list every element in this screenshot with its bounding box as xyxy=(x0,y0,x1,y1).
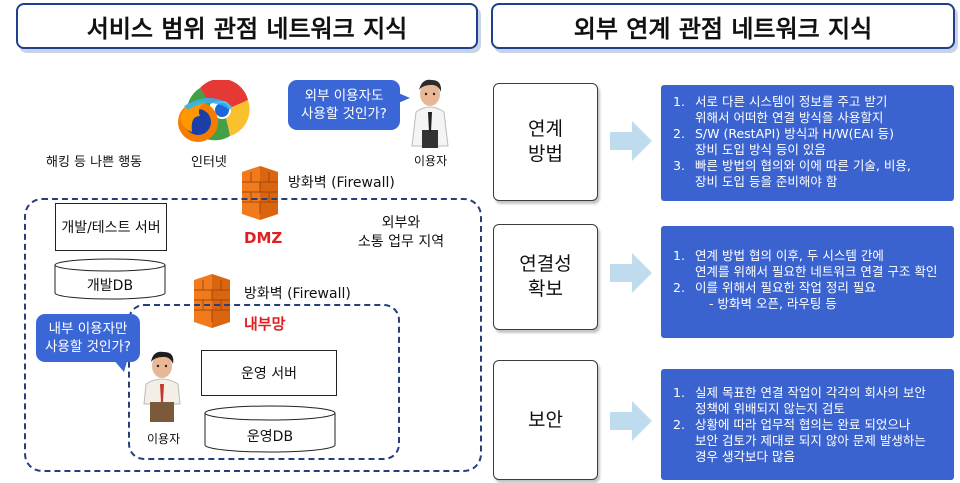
left-title-text: 서비스 범위 관점 네트워크 지식 xyxy=(86,14,408,43)
internal-zone xyxy=(128,304,400,460)
user-icon xyxy=(411,79,449,148)
section1-heading-line2: 방법 xyxy=(528,143,563,165)
external-area-line1: 외부와 xyxy=(381,215,421,231)
section-heading-security: 보안 xyxy=(493,360,598,480)
user-icon xyxy=(143,351,181,422)
internet-browsers-icon xyxy=(178,80,250,142)
ops-server-label: 운영 서버 xyxy=(241,366,297,382)
right-title-text: 외부 연계 관점 네트워크 지식 xyxy=(573,14,873,43)
dev-server-box: 개발/테스트 서버 xyxy=(55,203,167,251)
user-top-label: 이용자 xyxy=(414,154,448,168)
internet-label: 인터넷 xyxy=(191,155,227,170)
dmz-zone xyxy=(24,198,482,472)
internal-bubble-line1: 내부 이용자만 xyxy=(48,321,128,337)
dev-db-label: 개발DB xyxy=(86,278,134,294)
bubble-tail-icon xyxy=(112,358,128,372)
external-area-label: 외부와 소통 업무 지역 xyxy=(344,214,458,252)
ops-db-label: 운영DB xyxy=(246,429,294,445)
ops-server-box: 운영 서버 xyxy=(201,350,337,396)
database-icon xyxy=(204,405,336,453)
dev-server-label: 개발/테스트 서버 xyxy=(61,220,161,236)
bubble-tail-icon xyxy=(396,92,410,104)
external-bubble-line2: 사용할 것인가? xyxy=(301,106,387,122)
internal-label: 내부망 xyxy=(244,315,286,333)
section-heading-connectivity: 연결성 확보 xyxy=(493,224,598,330)
ops-db: 운영DB xyxy=(204,405,336,453)
arrow-right-icon xyxy=(610,401,652,441)
firewall-icon xyxy=(194,274,230,328)
user-bottom-label: 이용자 xyxy=(147,432,181,446)
firewall-icon xyxy=(242,166,278,220)
section2-subline: - 방화벽 오픈, 라우팅 등 xyxy=(709,296,837,311)
dmz-label: DMZ xyxy=(244,229,283,247)
firewall1-label: 방화벽 (Firewall) xyxy=(288,175,395,191)
section1-heading-line1: 연계 xyxy=(528,118,563,140)
right-title: 외부 연계 관점 네트워크 지식 xyxy=(491,3,955,49)
arrow-right-icon xyxy=(610,253,652,293)
dev-db: 개발DB xyxy=(54,258,166,300)
firewall2-label: 방화벽 (Firewall) xyxy=(244,286,351,302)
hacking-label: 해킹 등 나쁜 행동 xyxy=(46,155,143,170)
list-item: 2.S/W (RestAPI) 방식과 H/W(EAI 등)장비 도입 방식 등… xyxy=(673,126,895,157)
internal-user-bubble: 내부 이용자만 사용할 것인가? xyxy=(36,314,140,362)
list-item: 2.이를 위해서 필요한 작업 정리 필요 xyxy=(673,280,876,295)
section2-heading-line1: 연결성 xyxy=(519,253,572,275)
left-title: 서비스 범위 관점 네트워크 지식 xyxy=(16,3,478,49)
list-item: 3.빠른 방법의 협의와 이에 따른 기술, 비용,장비 도입 등을 준비해야 … xyxy=(673,158,911,189)
internal-bubble-line2: 사용할 것인가? xyxy=(45,339,131,355)
database-icon xyxy=(54,258,166,300)
external-bubble-line1: 외부 이용자도 xyxy=(304,88,384,104)
arrow-right-icon xyxy=(610,121,652,161)
section-heading-connection-method: 연계 방법 xyxy=(493,83,598,201)
section2-heading-line2: 확보 xyxy=(528,278,563,300)
external-area-line2: 소통 업무 지역 xyxy=(357,234,445,250)
external-user-bubble: 외부 이용자도 사용할 것인가? xyxy=(288,80,400,130)
section3-heading: 보안 xyxy=(528,408,563,431)
